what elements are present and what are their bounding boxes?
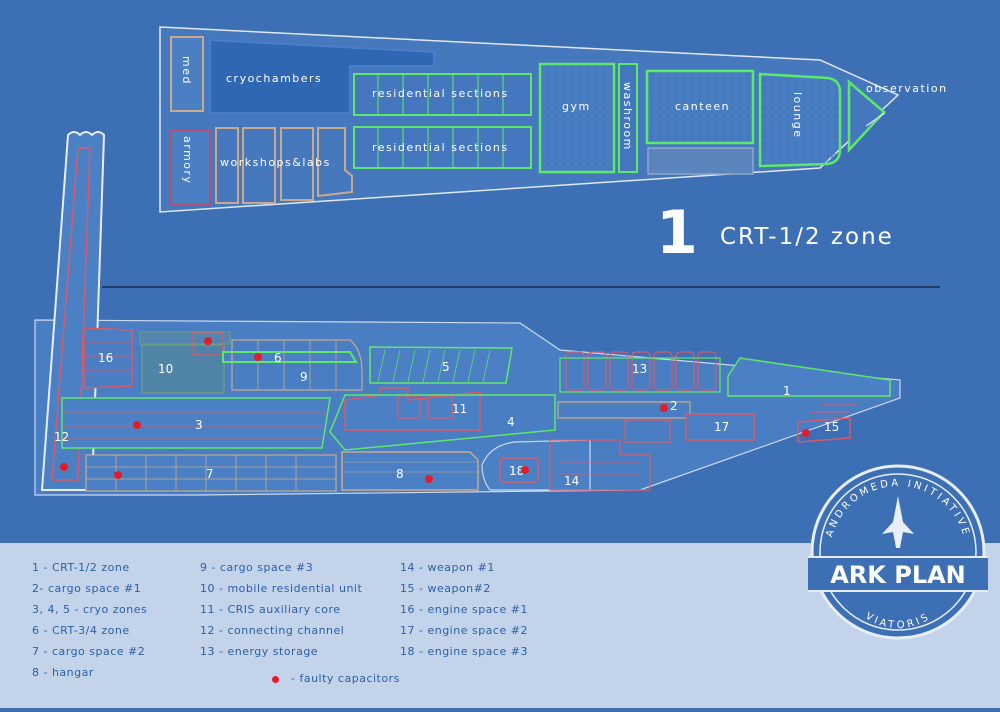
room-residential-2 bbox=[353, 126, 532, 169]
faulty-capacitor bbox=[425, 475, 433, 483]
label-11: 11 bbox=[452, 402, 467, 416]
room-canteen-label: canteen bbox=[675, 100, 730, 113]
room-18-engine-space bbox=[499, 457, 539, 483]
ship-icon bbox=[882, 496, 914, 548]
room-residential-1-label: residential sections bbox=[372, 87, 509, 100]
legend-item: 9 - cargo space #3 bbox=[200, 561, 314, 574]
legend-item: 6 - CRT-3/4 zone bbox=[32, 624, 130, 637]
zone-number: 1 bbox=[656, 198, 698, 268]
faulty-capacitor bbox=[60, 463, 68, 471]
room-workshops bbox=[215, 127, 353, 204]
legend-item: 8 - hangar bbox=[32, 666, 94, 679]
faulty-capacitors bbox=[60, 337, 810, 483]
ship-side-plan bbox=[34, 131, 901, 496]
label-10: 10 bbox=[158, 362, 173, 376]
room-1-crt-zone bbox=[727, 357, 891, 397]
label-6: 6 bbox=[274, 351, 282, 365]
room-15-weapon bbox=[797, 417, 851, 443]
room-lounge-label: lounge bbox=[791, 92, 804, 138]
room-16-engine-space bbox=[83, 327, 133, 389]
label-4: 4 bbox=[507, 415, 515, 429]
room-gym bbox=[538, 62, 616, 174]
legend-column-3: 14 - weapon #1 15 - weapon#2 16 - engine… bbox=[400, 557, 528, 662]
room-9-cargo-space bbox=[231, 339, 363, 391]
label-8: 8 bbox=[396, 467, 404, 481]
label-15: 15 bbox=[824, 420, 839, 434]
room-workshops-label: workshops&labs bbox=[220, 156, 331, 169]
legend-item: 7 - cargo space #2 bbox=[32, 645, 146, 658]
faulty-capacitor bbox=[802, 429, 810, 437]
room-5-cryo-zone bbox=[369, 346, 513, 384]
room-7-cargo-space bbox=[85, 454, 337, 492]
label-13: 13 bbox=[632, 362, 647, 376]
room-14-weapon bbox=[549, 439, 651, 491]
label-12: 12 bbox=[54, 430, 69, 444]
capacitor-dot-icon bbox=[272, 675, 279, 683]
room-residential-1 bbox=[353, 73, 532, 116]
label-9: 9 bbox=[300, 370, 308, 384]
label-7: 7 bbox=[206, 467, 214, 481]
legend-column-2: 9 - cargo space #3 10 - mobile residenti… bbox=[200, 557, 362, 662]
room-cryochambers bbox=[209, 38, 435, 114]
legend-column-1: 1 - CRT-1/2 zone 2- cargo space #1 3, 4,… bbox=[32, 557, 147, 683]
faulty-capacitor bbox=[254, 353, 262, 361]
room-storage bbox=[647, 147, 754, 175]
faulty-capacitor bbox=[204, 337, 212, 345]
emblem-title: ARK PLAN bbox=[830, 561, 966, 589]
room-canteen bbox=[645, 69, 755, 145]
label-2: 2 bbox=[670, 399, 678, 413]
legend-item: 12 - connecting channel bbox=[200, 624, 345, 637]
room-med bbox=[170, 36, 204, 112]
legend-faulty-label: - faulty capacitors bbox=[291, 672, 400, 685]
room-observation-label: observation bbox=[866, 82, 948, 95]
room-residential-2-label: residential sections bbox=[372, 141, 509, 154]
legend-faulty-capacitors: - faulty capacitors bbox=[272, 672, 400, 685]
room-13-energy-storage bbox=[559, 351, 721, 393]
label-14: 14 bbox=[564, 474, 579, 488]
legend-item: 13 - energy storage bbox=[200, 645, 319, 658]
room-washroom-label: washroom bbox=[621, 82, 634, 151]
label-5: 5 bbox=[442, 360, 450, 374]
room-3-cryo-zone bbox=[61, 397, 331, 449]
room-armory bbox=[170, 129, 211, 205]
room-lounge bbox=[758, 72, 842, 168]
faulty-capacitor bbox=[133, 421, 141, 429]
faulty-capacitor bbox=[521, 466, 529, 474]
legend-item: 2- cargo space #1 bbox=[32, 582, 142, 595]
room-10-mobile-residential bbox=[141, 344, 225, 394]
room-17-engine-space bbox=[685, 413, 755, 441]
room-observation bbox=[847, 79, 886, 154]
room-washroom bbox=[618, 63, 638, 173]
room-8-hangar bbox=[341, 451, 479, 491]
legend-item: 3, 4, 5 - cryo zones bbox=[32, 603, 148, 616]
legend-item: 18 - engine space #3 bbox=[400, 645, 528, 658]
label-16: 16 bbox=[98, 351, 113, 365]
zone-title: CRT-1/2 zone bbox=[720, 224, 894, 250]
legend-item: 17 - engine space #2 bbox=[400, 624, 528, 637]
label-18: 18 bbox=[509, 464, 524, 478]
room-gym-label: gym bbox=[562, 100, 591, 113]
legend-item: 15 - weapon#2 bbox=[400, 582, 491, 595]
room-cryochambers-label: cryochambers bbox=[226, 72, 322, 85]
faulty-capacitor bbox=[660, 404, 668, 412]
room-4-cryo-zone bbox=[329, 394, 556, 451]
label-3: 3 bbox=[195, 418, 203, 432]
legend-item: 16 - engine space #1 bbox=[400, 603, 528, 616]
top-deck-plan: med cryochambers armory workshops&labs r… bbox=[159, 26, 948, 213]
room-armory-label: armory bbox=[181, 136, 194, 185]
legend-item: 14 - weapon #1 bbox=[400, 561, 495, 574]
label-17: 17 bbox=[714, 420, 729, 434]
ark-plan-emblem: ANDROMEDA INITIATIVE ARK PLAN VIATORIS bbox=[808, 464, 988, 640]
faulty-capacitor bbox=[114, 471, 122, 479]
legend-item: 1 - CRT-1/2 zone bbox=[32, 561, 130, 574]
legend-item: 11 - CRIS auxiliary core bbox=[200, 603, 341, 616]
legend-item: 10 - mobile residential unit bbox=[200, 582, 363, 595]
room-med-label: med bbox=[180, 56, 193, 85]
room-11-cris-core bbox=[344, 387, 481, 431]
label-1: 1 bbox=[783, 384, 791, 398]
